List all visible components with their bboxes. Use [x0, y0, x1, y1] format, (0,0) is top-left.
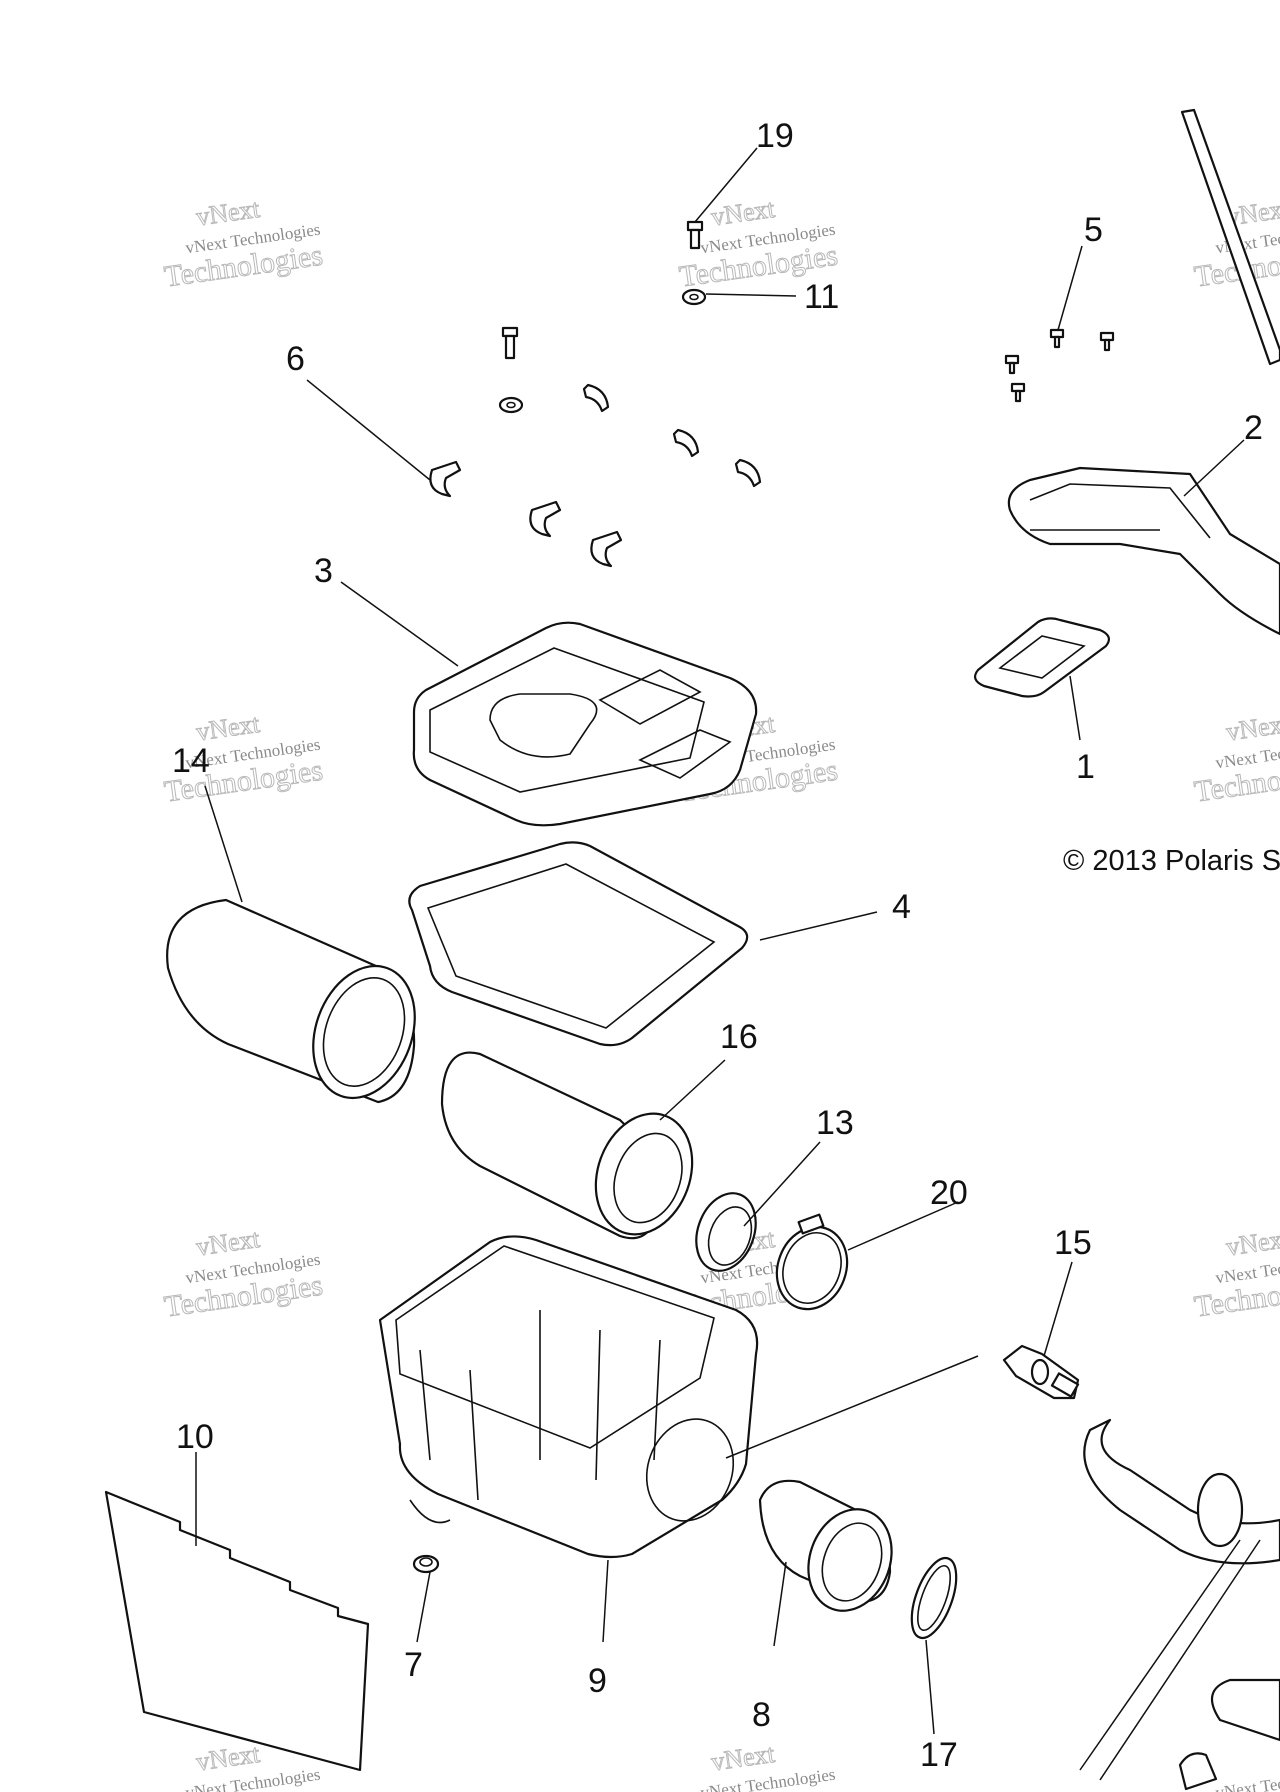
svg-text:vNext: vNext: [1224, 709, 1280, 747]
watermark: vNext vNext Technologies: [699, 1738, 836, 1792]
part-2-intake-duct[interactable]: [1007, 466, 1280, 636]
watermark: vNext vNext Technologies Technologies: [677, 193, 841, 294]
svg-text:vNext Technologies: vNext Technologies: [1214, 1765, 1280, 1792]
watermark: vNext vNext Technologies Technologies: [162, 193, 326, 294]
leader-lines: [195, 147, 1245, 1735]
copyright-notice: © 2013 Polaris S: [1063, 845, 1280, 877]
part-20-clamp[interactable]: [766, 1213, 859, 1319]
part-8-outlet-boot[interactable]: [758, 1479, 905, 1623]
callout-10: 10: [176, 1418, 214, 1456]
callout-4: 4: [892, 888, 911, 926]
callout-14: 14: [172, 742, 210, 780]
callout-labels: 19 11 5 2 6 3 1 4 14 16 13 20 15 10 7 9 …: [172, 117, 1263, 1774]
svg-text:vNext: vNext: [194, 709, 262, 747]
part-1-gasket[interactable]: [974, 617, 1110, 698]
callout-19: 19: [756, 117, 794, 155]
watermark: vNext Technologies: [1214, 1765, 1280, 1792]
breather-hoses: [1079, 1418, 1280, 1791]
watermark: vNext vNext Technologies Technologies: [162, 1223, 326, 1324]
callout-2: 2: [1244, 409, 1263, 447]
watermark: vNext vNext Technologies Technologies: [1192, 1223, 1280, 1324]
callout-6: 6: [286, 340, 305, 378]
callout-16: 16: [720, 1018, 758, 1056]
part-15-drain-valve[interactable]: [1002, 1344, 1080, 1400]
svg-text:vNext: vNext: [194, 1739, 262, 1777]
svg-text:vNext: vNext: [194, 194, 262, 232]
callout-13: 13: [816, 1104, 854, 1142]
part-16-air-filter[interactable]: [440, 1051, 708, 1248]
bolt[interactable]: [501, 326, 519, 360]
callout-7: 7: [404, 1646, 423, 1684]
callout-3: 3: [314, 552, 333, 590]
callout-20: 20: [930, 1174, 968, 1212]
svg-text:vNext: vNext: [709, 1739, 777, 1777]
part-19-bolt[interactable]: [686, 220, 704, 250]
part-6-clips[interactable]: [429, 383, 762, 568]
part-11-washer[interactable]: [681, 288, 707, 306]
callout-5: 5: [1084, 211, 1103, 249]
part-3-airbox-lid[interactable]: [412, 621, 758, 827]
dipstick-rod: [1180, 108, 1280, 366]
part-4-seal[interactable]: [408, 841, 749, 1047]
svg-text:vNext: vNext: [1224, 1224, 1280, 1262]
part-14-pre-filter[interactable]: [166, 898, 432, 1112]
callout-11: 11: [804, 278, 839, 316]
part-17-clamp[interactable]: [903, 1552, 966, 1643]
washer[interactable]: [498, 396, 524, 414]
part-10-shield[interactable]: [104, 1490, 370, 1772]
callout-8: 8: [752, 1696, 771, 1734]
watermark: vNext vNext Technologies Technologies: [1192, 708, 1280, 809]
part-7-grommet[interactable]: [412, 1554, 440, 1574]
part-9-airbox-base[interactable]: [378, 1235, 759, 1559]
part-5-screws[interactable]: [1004, 328, 1115, 403]
callout-17: 17: [920, 1736, 958, 1774]
svg-text:vNext: vNext: [709, 194, 777, 232]
callout-9: 9: [588, 1662, 607, 1700]
svg-text:vNext: vNext: [194, 1224, 262, 1262]
part-13-coupler[interactable]: [686, 1185, 766, 1279]
callout-1: 1: [1076, 748, 1095, 786]
callout-15: 15: [1054, 1224, 1092, 1262]
